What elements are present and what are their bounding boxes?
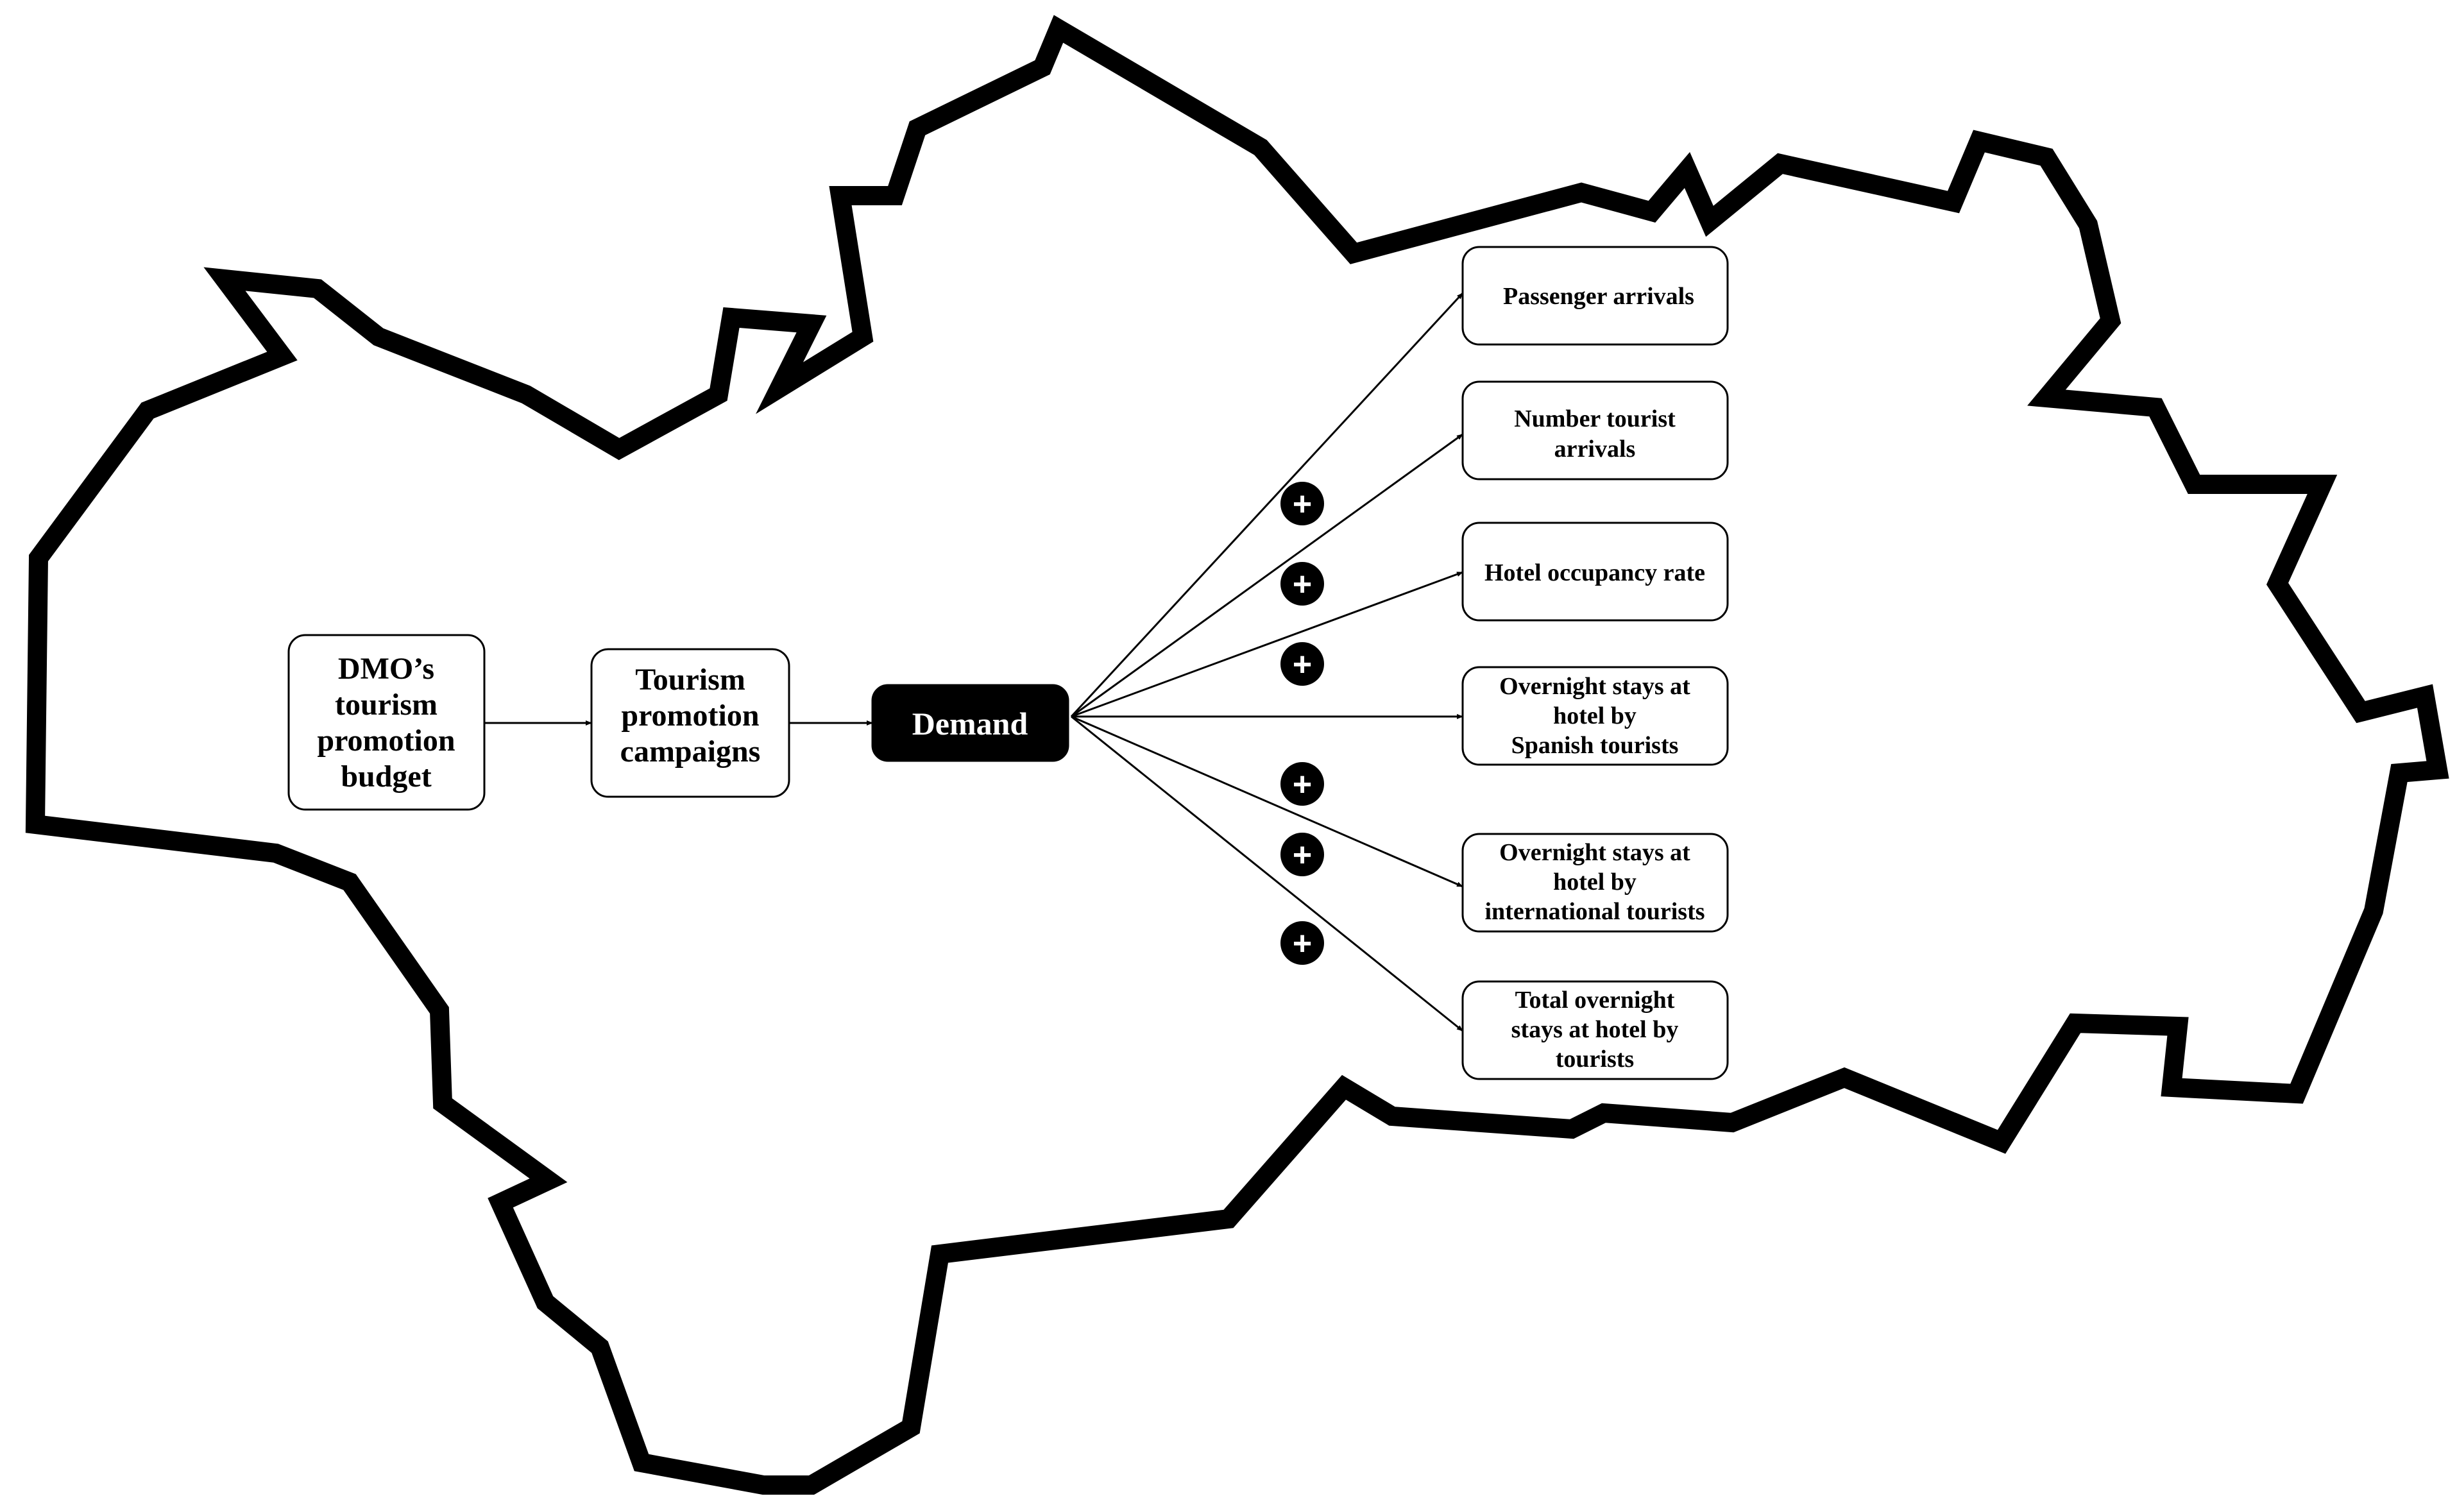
plus-sign-3: + <box>1280 642 1324 686</box>
node-tourist-arrivals: Number tourist arrivals <box>1461 380 1729 480</box>
svg-text:Spanish tourists: Spanish tourists <box>1511 732 1679 759</box>
svg-text:Hotel occupancy rate: Hotel occupancy rate <box>1484 559 1705 586</box>
svg-text:promotion: promotion <box>317 724 455 758</box>
svg-text:+: + <box>1293 566 1312 603</box>
edge-demand-to-stays-international <box>1071 715 1463 888</box>
edge-demand-to-stays-total <box>1071 715 1463 1032</box>
node-demand: Demand <box>871 684 1069 762</box>
plus-sign-4: + <box>1280 762 1324 806</box>
svg-text:arrivals: arrivals <box>1554 436 1636 463</box>
svg-text:hotel by: hotel by <box>1553 869 1637 896</box>
region-map-outline <box>25 15 2449 1495</box>
edge-demand-to-passenger-arrivals <box>1070 292 1464 718</box>
plus-sign-5: + <box>1280 833 1324 876</box>
node-passenger-arrivals: Passenger arrivals <box>1461 246 1729 346</box>
svg-text:+: + <box>1293 837 1312 874</box>
plus-sign-6: + <box>1280 921 1324 965</box>
node-overnight-stays-spanish: Overnight stays at hotel by Spanish tour… <box>1461 666 1729 766</box>
svg-text:tourists: tourists <box>1556 1046 1634 1073</box>
svg-text:international tourists: international tourists <box>1484 898 1705 925</box>
node-overnight-stays-international: Overnight stays at hotel by internationa… <box>1461 833 1729 933</box>
node-dmo-budget: DMO’s tourism promotion budget <box>287 634 486 811</box>
svg-text:+: + <box>1293 486 1312 523</box>
svg-text:Demand: Demand <box>912 706 1028 742</box>
svg-text:+: + <box>1293 766 1312 803</box>
plus-sign-2: + <box>1280 562 1324 606</box>
svg-text:+: + <box>1293 646 1312 683</box>
node-total-overnight-stays: Total overnight stays at hotel by touris… <box>1461 980 1729 1080</box>
svg-text:campaigns: campaigns <box>620 735 761 769</box>
edge-demand-to-hotel-occupancy <box>1071 571 1463 718</box>
svg-text:Total overnight: Total overnight <box>1515 987 1675 1014</box>
svg-text:tourism: tourism <box>335 688 438 722</box>
svg-text:budget: budget <box>341 760 431 794</box>
node-tourism-promotion-campaigns: Tourism promotion campaigns <box>590 648 790 798</box>
svg-text:promotion: promotion <box>621 699 759 733</box>
svg-text:Tourism: Tourism <box>635 663 745 697</box>
svg-text:hotel by: hotel by <box>1553 702 1637 729</box>
edge-demand-to-tourist-arrivals <box>1071 433 1463 718</box>
svg-text:DMO’s: DMO’s <box>338 652 434 686</box>
svg-text:stays at hotel by: stays at hotel by <box>1511 1016 1679 1043</box>
plus-sign-1: + <box>1280 482 1324 525</box>
svg-text:Overnight stays at: Overnight stays at <box>1499 673 1690 700</box>
svg-text:Number tourist: Number tourist <box>1514 405 1676 432</box>
node-hotel-occupancy-rate: Hotel occupancy rate <box>1461 522 1729 622</box>
svg-text:Passenger arrivals: Passenger arrivals <box>1503 283 1694 310</box>
svg-text:Overnight stays at: Overnight stays at <box>1499 839 1690 866</box>
svg-text:+: + <box>1293 925 1312 962</box>
